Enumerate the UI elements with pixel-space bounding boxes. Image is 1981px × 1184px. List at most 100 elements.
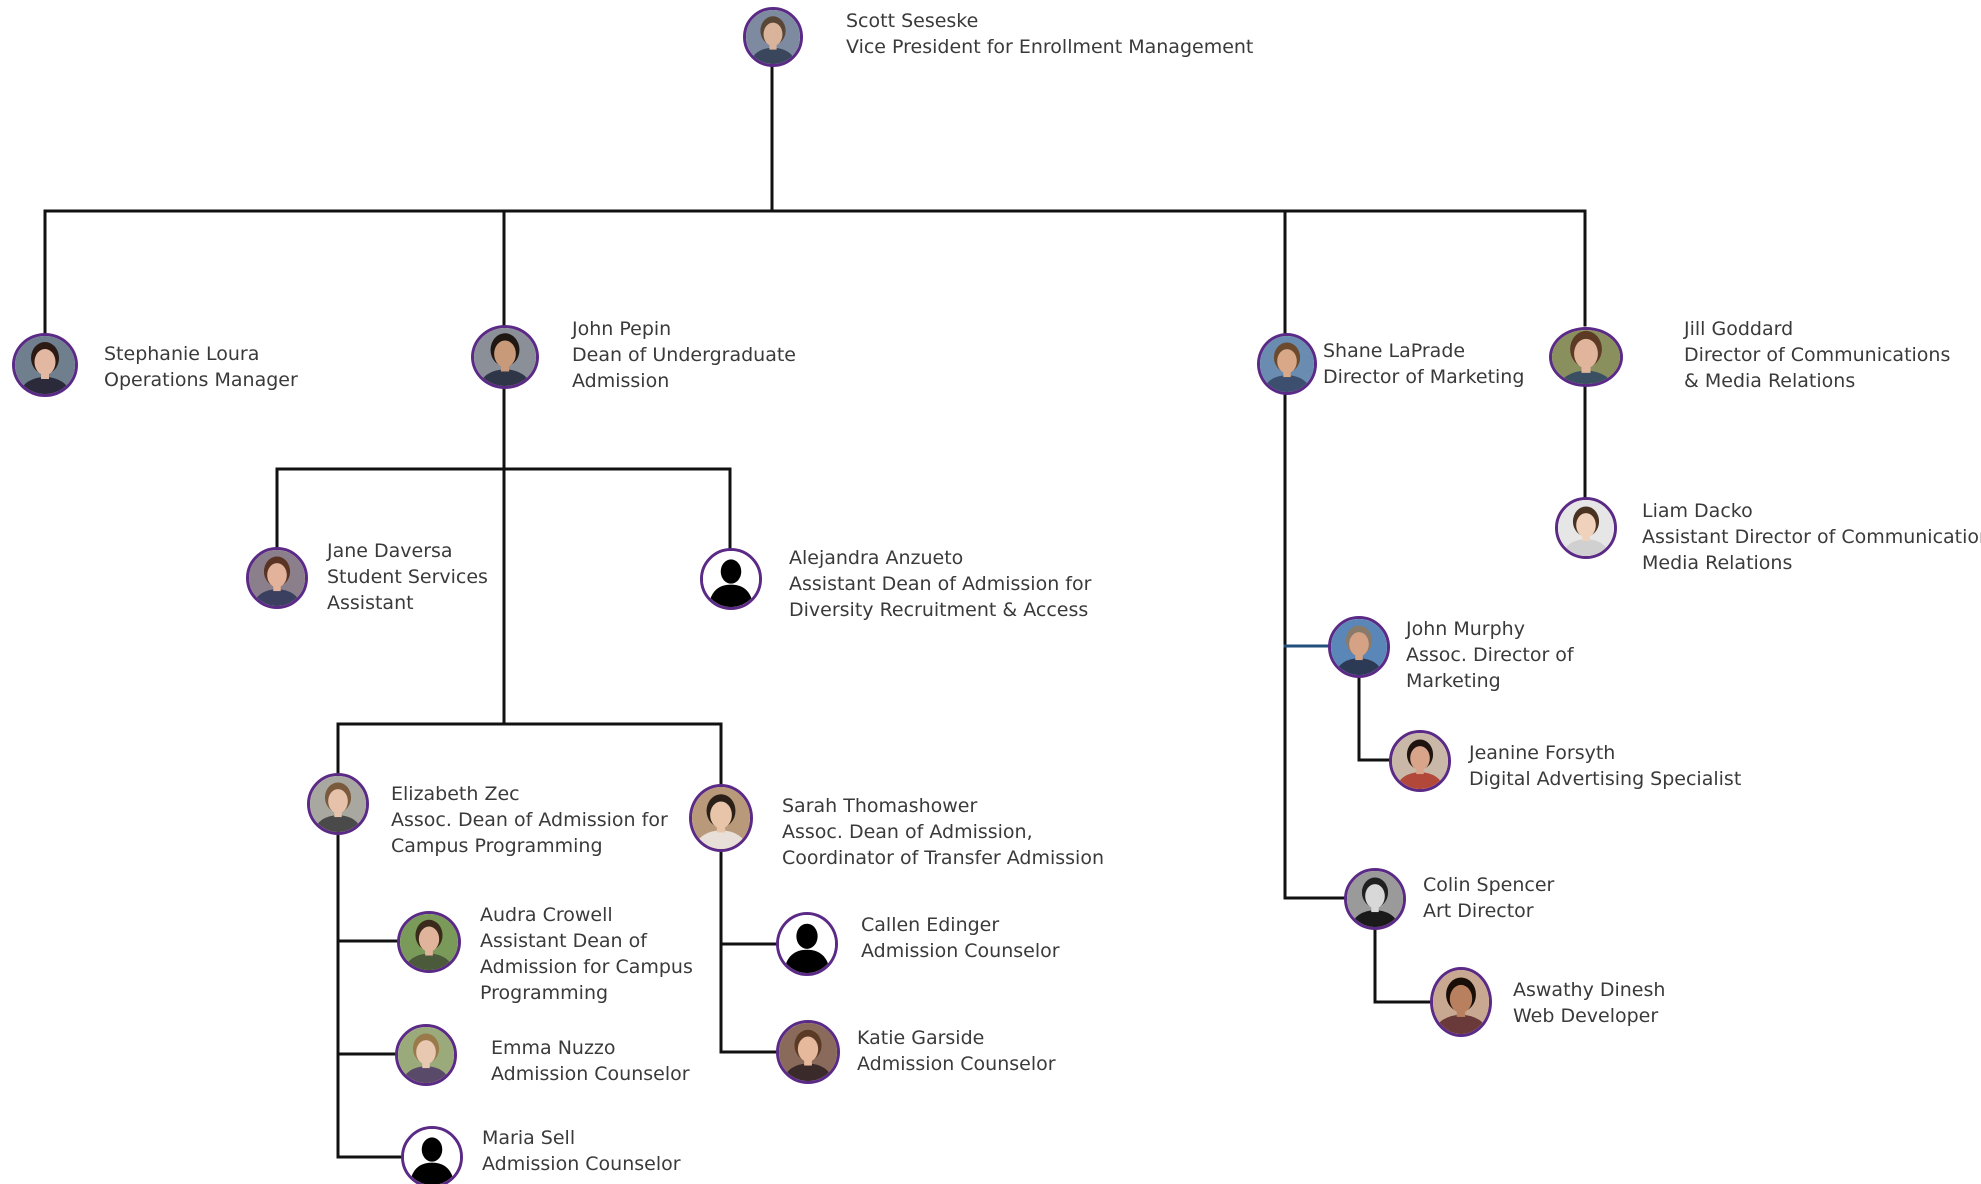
portrait-photo-icon (1392, 733, 1448, 789)
portrait-photo-icon (1433, 970, 1489, 1034)
person-silhouette-icon (404, 1129, 460, 1184)
person-label: Maria Sell Admission Counselor (482, 1125, 681, 1177)
person-name: Sarah Thomashower (782, 795, 978, 817)
portrait-photo-icon (474, 328, 536, 386)
person-name: Colin Spencer (1423, 874, 1555, 896)
person-silhouette-icon (779, 915, 835, 973)
portrait-photo-icon (746, 10, 800, 64)
person-label: Sarah Thomashower Assoc. Dean of Admissi… (782, 793, 1104, 871)
person-title-line: Admission (572, 370, 670, 392)
person-name: Jill Goddard (1684, 318, 1794, 340)
portrait-photo-icon (398, 1027, 454, 1083)
portrait-photo-icon (692, 787, 750, 849)
person-title-line: Diversity Recruitment & Access (789, 599, 1089, 621)
person-label: Jill Goddard Director of Communications … (1684, 316, 1950, 394)
person-name: Jeanine Forsyth (1469, 742, 1616, 764)
person-title-line: Admission Counselor (857, 1053, 1056, 1075)
person-name: Elizabeth Zec (391, 783, 520, 805)
person-title-line: Assoc. Dean of Admission, (782, 821, 1033, 843)
avatar (12, 333, 78, 397)
person-title-line: Vice President for Enrollment Management (846, 36, 1254, 58)
avatar (1430, 967, 1492, 1037)
person-label: Elizabeth Zec Assoc. Dean of Admission f… (391, 781, 668, 859)
person-name: Katie Garside (857, 1027, 985, 1049)
avatar (700, 548, 762, 610)
person-title-line: Web Developer (1513, 1005, 1659, 1027)
portrait-photo-icon (310, 776, 366, 832)
portrait-photo-icon (779, 1023, 837, 1081)
person-title-line: Director of Marketing (1323, 366, 1525, 388)
avatar (689, 784, 753, 852)
portrait-photo-icon (1331, 619, 1387, 675)
person-label: Colin Spencer Art Director (1423, 872, 1554, 924)
person-title-line: Operations Manager (104, 369, 298, 391)
avatar (1389, 730, 1451, 792)
portrait-photo-icon (15, 336, 75, 394)
person-name: Audra Crowell (480, 904, 613, 926)
person-label: Emma Nuzzo Admission Counselor (491, 1035, 690, 1087)
avatar (776, 1020, 840, 1084)
person-name: Emma Nuzzo (491, 1037, 616, 1059)
connector-murphy-jeanine (1357, 674, 1392, 762)
avatar (776, 912, 838, 976)
person-title-line: Programming (480, 982, 609, 1004)
person-title-line: Admission Counselor (861, 940, 1060, 962)
person-label: Jeanine Forsyth Digital Advertising Spec… (1469, 740, 1741, 792)
avatar (471, 325, 539, 389)
person-title-line: Dean of Undergraduate (572, 344, 796, 366)
person-title-line: Director of Communications (1684, 344, 1951, 366)
person-name: Jane Daversa (327, 540, 453, 562)
person-label: Shane LaPrade Director of Marketing (1323, 338, 1524, 390)
avatar (401, 1126, 463, 1184)
person-label: Alejandra Anzueto Assistant Dean of Admi… (789, 545, 1091, 623)
person-name: Callen Edinger (861, 914, 1000, 936)
person-title-line: Admission Counselor (482, 1153, 681, 1175)
person-title-line: Coordinator of Transfer Admission (782, 847, 1104, 869)
avatar (743, 7, 803, 67)
person-title-line: Assistant Dean of (480, 930, 647, 952)
person-title-line: Assoc. Dean of Admission for (391, 809, 668, 831)
portrait-photo-icon (1558, 500, 1614, 556)
person-name: Alejandra Anzueto (789, 547, 964, 569)
avatar (1257, 333, 1317, 395)
person-title-line: Digital Advertising Specialist (1469, 768, 1742, 790)
person-label: Liam Dacko Assistant Director of Communi… (1642, 498, 1981, 576)
person-name: Liam Dacko (1642, 500, 1753, 522)
avatar (307, 773, 369, 835)
avatar (1555, 497, 1617, 559)
person-name: John Pepin (572, 318, 672, 340)
avatar (1328, 616, 1390, 678)
person-title-line: Admission for Campus (480, 956, 693, 978)
portrait-photo-icon (1552, 330, 1620, 384)
person-silhouette-icon (703, 551, 759, 607)
connector-colin-aswathy (1373, 926, 1433, 1004)
person-label: John Murphy Assoc. Director of Marketing (1406, 616, 1574, 694)
person-label: Aswathy Dinesh Web Developer (1513, 977, 1665, 1029)
person-label: Jane Daversa Student Services Assistant (327, 538, 488, 616)
person-name: Aswathy Dinesh (1513, 979, 1666, 1001)
avatar (1344, 868, 1406, 930)
avatar (246, 547, 308, 609)
person-title-line: Art Director (1423, 900, 1534, 922)
portrait-photo-icon (249, 550, 305, 606)
person-title-line: Admission Counselor (491, 1063, 690, 1085)
person-title-line: & Media Relations (1684, 370, 1856, 392)
person-label: John Pepin Dean of Undergraduate Admissi… (572, 316, 796, 394)
person-title-line: Assistant Director of Communications & (1642, 526, 1981, 548)
person-name: Maria Sell (482, 1127, 576, 1149)
person-title-line: Assoc. Director of (1406, 644, 1574, 666)
person-name: Scott Seseske (846, 10, 979, 32)
person-title-line: Assistant Dean of Admission for (789, 573, 1092, 595)
avatar (397, 911, 461, 973)
person-title-line: Student Services (327, 566, 488, 588)
person-name: Stephanie Loura (104, 343, 260, 365)
person-title-line: Assistant (327, 592, 414, 614)
person-name: John Murphy (1406, 618, 1525, 640)
portrait-photo-icon (400, 914, 458, 970)
person-title-line: Media Relations (1642, 552, 1793, 574)
person-name: Shane LaPrade (1323, 340, 1466, 362)
person-label: Audra Crowell Assistant Dean of Admissio… (480, 902, 693, 1006)
person-title-line: Marketing (1406, 670, 1501, 692)
